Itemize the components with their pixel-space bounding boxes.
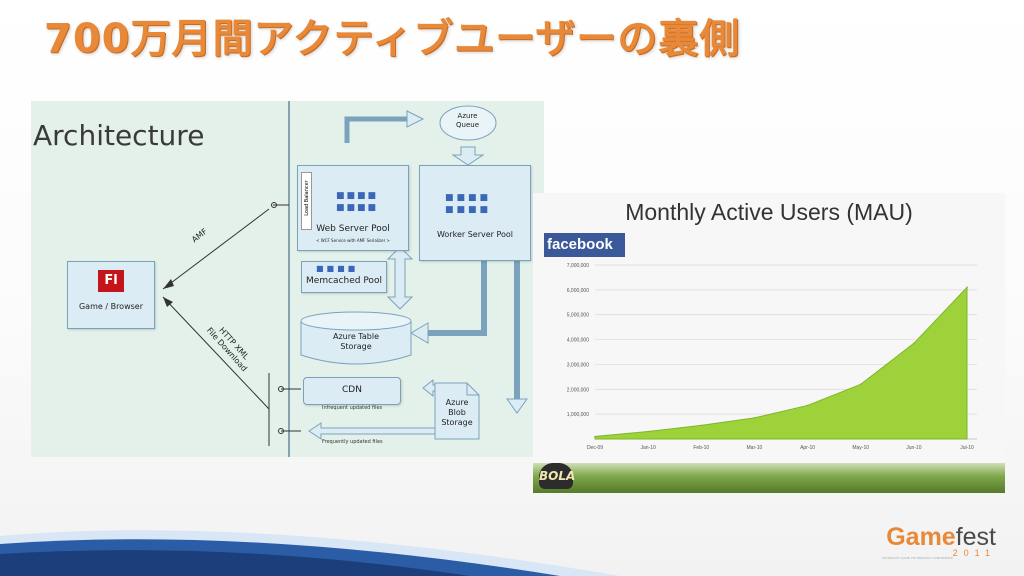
- architecture-heading: Architecture: [33, 119, 205, 152]
- cdn-label: CDN: [342, 385, 362, 395]
- memcached-icons: ■■■■: [316, 264, 359, 273]
- data-point: [913, 342, 915, 345]
- memcached-pool: ■■■■ Memcached Pool: [301, 261, 387, 293]
- x-tick-label: Mar-10: [747, 445, 763, 451]
- queue-label: Azure: [457, 112, 478, 120]
- frequent-note: Frequently updated files: [322, 439, 383, 445]
- cdn-box: CDN: [303, 377, 401, 405]
- mau-area-chart: 7,000,000 6,000,000 5,000,000 4,000,000 3,00…: [567, 263, 977, 451]
- facebook-badge: facebook: [544, 233, 625, 257]
- brand-year: 2011: [952, 548, 996, 558]
- game-browser-label: Game / Browser: [78, 302, 143, 311]
- architecture-diagram: Architecture: [31, 101, 544, 457]
- x-tick-label: Apr-10: [800, 445, 815, 451]
- brand-tagline: MICROSOFT GAME TECHNOLOGY CONFERENCE: [882, 556, 953, 560]
- brand-game: Game: [886, 523, 956, 551]
- x-tick-label: Jul-10: [960, 445, 974, 451]
- gamefest-logo: Gamefest 2011 MICROSOFT GAME TECHNOLOGY …: [882, 523, 996, 560]
- data-point: [806, 404, 809, 407]
- y-tick-label: 3,000,000: [567, 362, 589, 368]
- web-server-pool: Load Balancer ■■■■■■■■ Web Server Pool <…: [297, 165, 409, 251]
- blob-label-2: Blob: [448, 408, 466, 417]
- bola-logo: BOLA: [539, 463, 575, 489]
- mau-chart-panel: Monthly Active Users (MAU) facebook 7,00…: [533, 193, 1005, 493]
- table-storage-label-2: Storage: [340, 342, 372, 351]
- memcached-label: Memcached Pool: [306, 276, 382, 286]
- blob-label: Azure: [445, 398, 469, 407]
- y-tick-label: 2,000,000: [567, 387, 589, 393]
- architecture-connectors: [162, 101, 528, 457]
- x-tick-label: Jun-10: [906, 445, 922, 451]
- web-server-pool-label: Web Server Pool: [316, 224, 390, 234]
- data-point: [859, 383, 862, 386]
- y-tick-label: 6,000,000: [567, 288, 589, 294]
- mau-area-series: [594, 286, 968, 440]
- web-server-pool-note: < WCF Service with AMF Serializer >: [316, 238, 390, 243]
- blob-label-3: Storage: [441, 418, 473, 427]
- data-point: [647, 430, 649, 433]
- load-balancer-label: Load Balancer: [304, 180, 310, 216]
- data-point: [700, 424, 703, 427]
- grass-strip: [533, 463, 1005, 493]
- server-icons: ■■■■■■■■: [336, 191, 379, 213]
- y-tick-label: 1,000,000: [567, 412, 589, 418]
- worker-server-pool-label: Worker Server Pool: [436, 230, 514, 239]
- x-tick-label: Feb-10: [693, 445, 709, 451]
- cdn-note: Infrequent updated files: [322, 405, 383, 411]
- load-balancer-icon: Load Balancer: [301, 172, 312, 230]
- data-point: [594, 435, 596, 438]
- x-tick-label: Dec-09: [587, 445, 603, 451]
- worker-icons: ■■■■■■■■: [445, 193, 492, 215]
- x-tick-label: Jan-10: [640, 445, 656, 451]
- y-tick-label: 7,000,000: [567, 263, 589, 269]
- y-tick-label: 4,000,000: [567, 338, 589, 344]
- slide-title: 700万月間アクティブユーザーの裏側: [44, 16, 741, 62]
- flash-icon: Fl: [98, 270, 124, 292]
- data-point: [753, 417, 756, 419]
- x-tick-label: May-10: [852, 445, 869, 451]
- footer-wave: [0, 530, 620, 576]
- game-browser: Fl Game / Browser: [67, 261, 155, 329]
- y-tick-label: 5,000,000: [567, 313, 589, 319]
- table-storage-label: Azure Table: [332, 332, 379, 341]
- worker-server-pool: ■■■■■■■■ Worker Server Pool: [419, 165, 531, 261]
- brand-fest: fest: [955, 523, 996, 551]
- chart-title: Monthly Active Users (MAU): [625, 199, 913, 225]
- queue-label-2: Queue: [456, 121, 479, 129]
- data-point: [966, 286, 968, 289]
